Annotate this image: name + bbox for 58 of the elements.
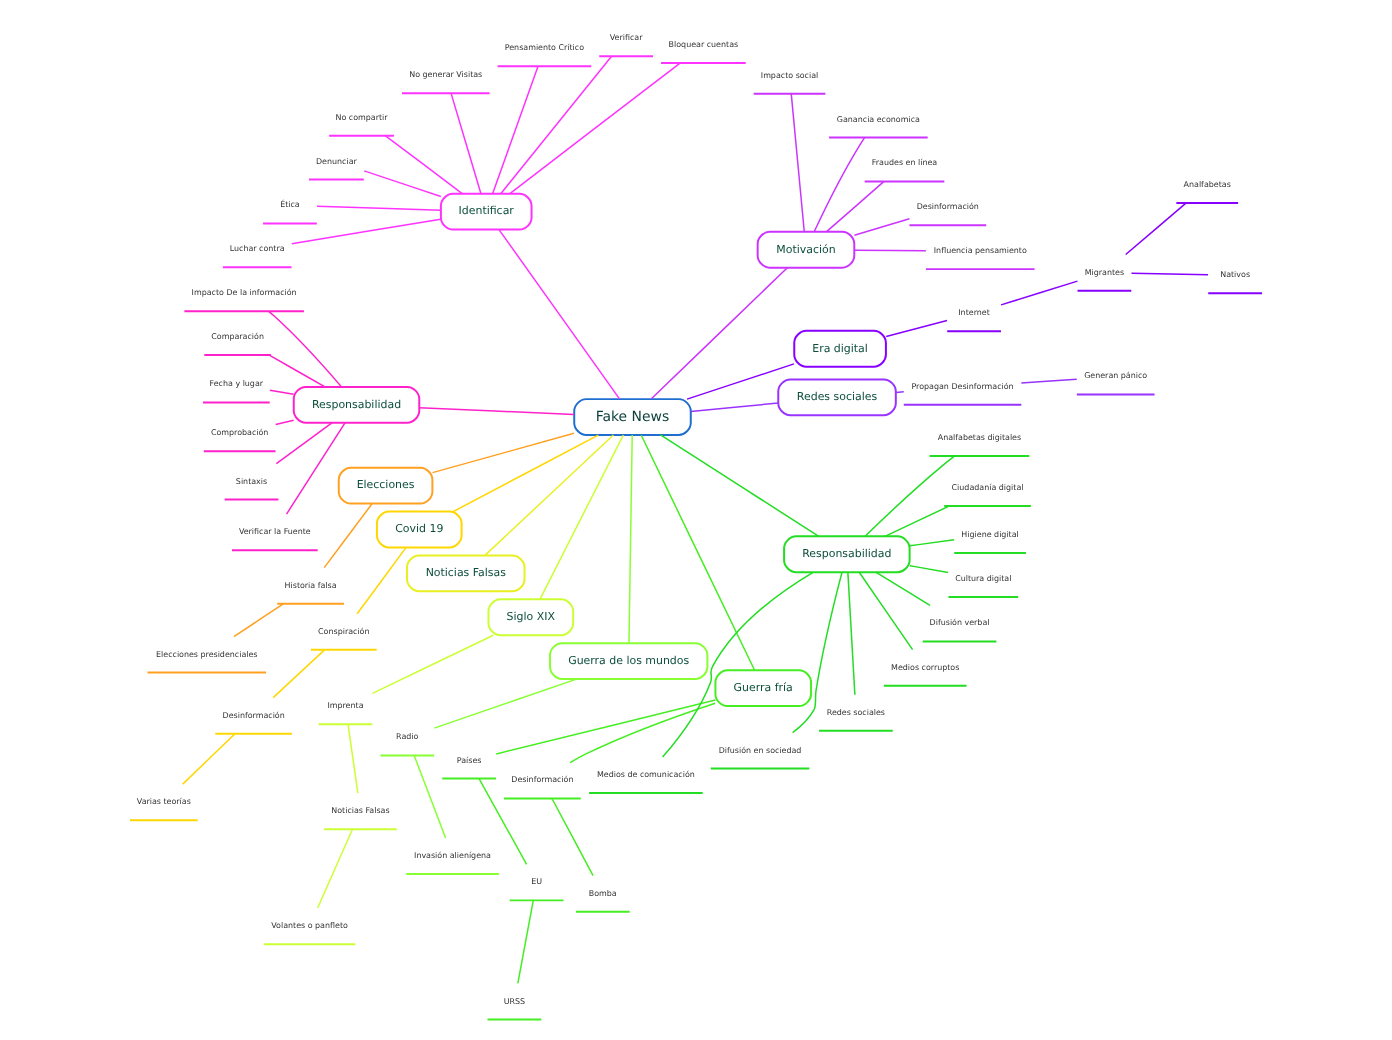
connector bbox=[813, 137, 866, 233]
connector bbox=[267, 310, 343, 388]
connector bbox=[1000, 280, 1079, 306]
connector bbox=[640, 434, 756, 671]
connector bbox=[884, 505, 951, 538]
connector bbox=[269, 389, 295, 395]
connector bbox=[885, 319, 948, 338]
connector bbox=[853, 218, 911, 236]
connector bbox=[1130, 272, 1209, 276]
connector bbox=[347, 723, 359, 794]
connector bbox=[864, 455, 956, 538]
connector bbox=[909, 564, 949, 574]
connector bbox=[291, 218, 442, 245]
connector bbox=[1124, 202, 1187, 256]
connector bbox=[363, 170, 442, 198]
connector bbox=[790, 93, 806, 233]
connector bbox=[498, 229, 621, 400]
connector bbox=[690, 402, 779, 413]
connector bbox=[272, 649, 325, 699]
connector bbox=[233, 603, 285, 638]
connector bbox=[484, 434, 615, 557]
connector bbox=[418, 406, 575, 416]
connector bbox=[509, 62, 681, 195]
connector bbox=[875, 571, 931, 607]
connector bbox=[274, 419, 295, 426]
connector bbox=[452, 434, 599, 513]
connector bbox=[847, 571, 856, 696]
connector bbox=[791, 571, 843, 734]
connector bbox=[478, 777, 528, 866]
connector bbox=[450, 92, 482, 195]
connector bbox=[569, 702, 716, 764]
connector bbox=[433, 678, 578, 729]
connector bbox=[182, 732, 236, 785]
connector bbox=[285, 422, 346, 515]
connector bbox=[858, 571, 914, 651]
connector bbox=[413, 754, 447, 839]
connector bbox=[628, 434, 633, 644]
connector bbox=[275, 422, 333, 465]
connector bbox=[495, 699, 717, 755]
connector bbox=[686, 363, 795, 400]
connector bbox=[517, 899, 534, 985]
connector bbox=[384, 135, 463, 195]
connector bbox=[316, 205, 442, 211]
connector bbox=[661, 571, 814, 758]
connector bbox=[491, 65, 539, 195]
connector bbox=[268, 354, 326, 388]
connector bbox=[1020, 378, 1078, 384]
connector bbox=[826, 180, 885, 233]
connector bbox=[500, 55, 613, 195]
connector bbox=[371, 634, 495, 695]
connector bbox=[650, 266, 789, 400]
connector bbox=[316, 828, 354, 909]
connector bbox=[431, 432, 575, 474]
connector bbox=[551, 797, 594, 877]
connector bbox=[895, 391, 905, 394]
connector bbox=[659, 434, 820, 538]
connector bbox=[908, 539, 955, 547]
connector bbox=[853, 249, 927, 252]
